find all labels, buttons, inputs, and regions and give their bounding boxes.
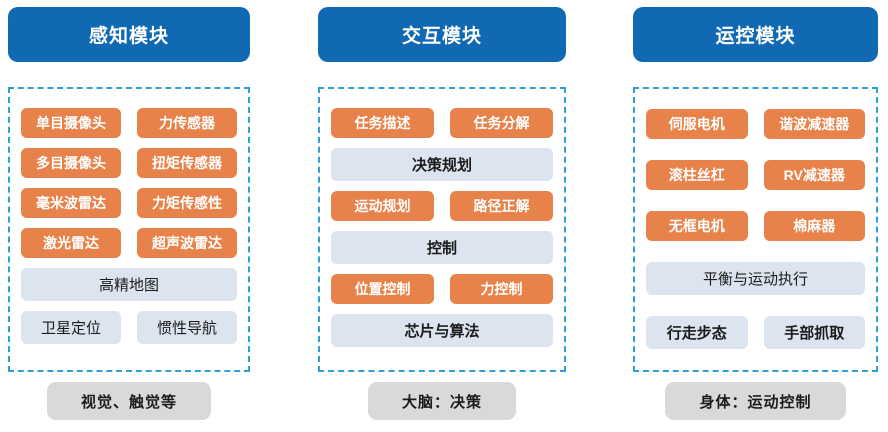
module-title: 感知模块 <box>88 26 169 47</box>
chip: 任务描述 <box>331 108 434 138</box>
footer-label-perception: 视觉、触觉等 <box>46 382 211 420</box>
chip: 位置控制 <box>331 274 434 304</box>
chip-row: 任务描述 任务分解 <box>331 108 553 138</box>
chip: 行走步态 <box>646 316 748 349</box>
footer-label-interaction: 大脑：决策 <box>367 382 516 420</box>
chip: 多目摄像头 <box>21 148 121 178</box>
chip-row: 运动规划 路径正解 <box>331 191 553 221</box>
chip: 运动规划 <box>331 191 434 221</box>
chip-row: 滚柱丝杠 RV减速器 <box>646 160 865 190</box>
chip-row: 高精地图 <box>21 268 237 301</box>
chip-row: 激光雷达 超声波雷达 <box>21 228 237 258</box>
chip: 力控制 <box>450 274 553 304</box>
module-perception: 感知模块 单目摄像头 力传感器 多目摄像头 扭矩传感器 毫米波雷达 力矩传感性 … <box>8 0 250 420</box>
module-interaction: 交互模块 任务描述 任务分解 决策规划 运动规划 路径正解 控制 位置控制 力控… <box>318 0 566 420</box>
chip: 超声波雷达 <box>137 228 237 258</box>
chip-row: 位置控制 力控制 <box>331 274 553 304</box>
chip: 扭矩传感器 <box>137 148 237 178</box>
chip: 路径正解 <box>450 191 553 221</box>
footer-text: 视觉、触觉等 <box>80 393 177 411</box>
chip-row: 控制 <box>331 231 553 264</box>
chip-row: 毫米波雷达 力矩传感性 <box>21 188 237 218</box>
panel-interaction: 任务描述 任务分解 决策规划 运动规划 路径正解 控制 位置控制 力控制 芯片与… <box>318 87 566 372</box>
chip: 伺服电机 <box>646 109 748 139</box>
footer-label-motion-control: 身体：运动控制 <box>665 382 846 420</box>
chip: 芯片与算法 <box>331 314 553 347</box>
chip: 激光雷达 <box>21 228 121 258</box>
chip: 毫米波雷达 <box>21 188 121 218</box>
footer-text: 身体：运动控制 <box>699 393 812 411</box>
module-title: 运控模块 <box>715 26 796 47</box>
chip: 力矩传感性 <box>137 188 237 218</box>
module-header-perception: 感知模块 <box>8 7 250 62</box>
panel-motion-control: 伺服电机 谐波减速器 滚柱丝杠 RV减速器 无框电机 棉麻器 平衡与运动执行 行… <box>633 87 878 372</box>
chip: 滚柱丝杠 <box>646 160 748 190</box>
module-header-interaction: 交互模块 <box>318 7 566 62</box>
chip: 无框电机 <box>646 211 748 241</box>
chip: 卫星定位 <box>21 311 121 344</box>
chip-row: 行走步态 手部抓取 <box>646 316 865 349</box>
chip: 高精地图 <box>21 268 237 301</box>
chip: 单目摄像头 <box>21 108 121 138</box>
chip: 棉麻器 <box>763 211 865 241</box>
chip: RV减速器 <box>763 160 865 190</box>
chip-row: 无框电机 棉麻器 <box>646 211 865 241</box>
chip: 惯性导航 <box>137 311 237 344</box>
module-header-motion-control: 运控模块 <box>633 7 878 62</box>
chip: 决策规划 <box>331 148 553 181</box>
chip: 谐波减速器 <box>763 109 865 139</box>
chip: 力传感器 <box>137 108 237 138</box>
chip: 手部抓取 <box>763 316 865 349</box>
chip: 控制 <box>331 231 553 264</box>
module-title: 交互模块 <box>401 26 482 47</box>
chip-row: 多目摄像头 扭矩传感器 <box>21 148 237 178</box>
panel-perception: 单目摄像头 力传感器 多目摄像头 扭矩传感器 毫米波雷达 力矩传感性 激光雷达 … <box>8 87 250 372</box>
chip-row: 卫星定位 惯性导航 <box>21 311 237 344</box>
module-motion-control: 运控模块 伺服电机 谐波减速器 滚柱丝杠 RV减速器 无框电机 棉麻器 平衡与运… <box>633 0 878 420</box>
chip-row: 决策规划 <box>331 148 553 181</box>
chip: 平衡与运动执行 <box>646 262 865 295</box>
chip-row: 芯片与算法 <box>331 314 553 347</box>
chip-row: 伺服电机 谐波减速器 <box>646 109 865 139</box>
chip: 任务分解 <box>450 108 553 138</box>
chip-row: 单目摄像头 力传感器 <box>21 108 237 138</box>
chip-row: 平衡与运动执行 <box>646 262 865 295</box>
footer-text: 大脑：决策 <box>401 393 482 411</box>
